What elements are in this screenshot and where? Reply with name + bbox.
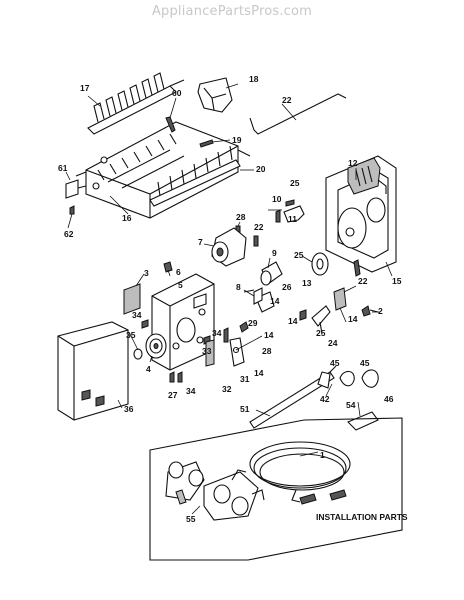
- callout-23-upper: 22: [254, 222, 264, 232]
- rear-housing: [325, 155, 397, 273]
- callout-16: 15: [392, 276, 402, 286]
- drive-gear: [133, 333, 167, 360]
- installation-caption: INSTALLATION PARTS: [316, 512, 408, 522]
- callout-9: 9: [272, 248, 277, 258]
- callout-1: 1: [320, 450, 325, 460]
- callout-34-mid: 34: [212, 328, 222, 338]
- callout-36: 36: [124, 404, 134, 414]
- callout-54: 54: [346, 400, 356, 410]
- fasteners-upper: [275, 199, 305, 223]
- ejector-blade: [87, 72, 185, 135]
- callout-3: 3: [144, 268, 149, 278]
- stripper: [149, 145, 241, 207]
- callout-51: 51: [240, 404, 250, 414]
- callout-24: 24: [328, 338, 338, 348]
- callout-labels: 17 18 60 22 19 20 61 62 16 12 25 10 11 2…: [58, 74, 402, 524]
- callout-29-upper: 28: [236, 212, 246, 222]
- callout-34-left: 34: [132, 310, 142, 320]
- callout-28: 27: [168, 390, 178, 400]
- water-line-coil: [249, 441, 351, 505]
- callout-33: 33: [202, 346, 212, 356]
- callout-15-c: 14: [264, 330, 274, 340]
- callout-2: 2: [378, 306, 383, 316]
- callout-15-b: 14: [348, 314, 358, 324]
- callout-6: 6: [176, 267, 181, 277]
- callout-8: 8: [236, 282, 241, 292]
- watermark: AppliancePartsPros.com: [151, 4, 313, 19]
- callout-60: 60: [172, 88, 182, 98]
- callout-15-a: 14: [270, 296, 280, 306]
- screw-60: [165, 116, 176, 133]
- thermostat: [260, 261, 283, 286]
- callout-18: 17: [80, 83, 90, 93]
- callout-45-b: 45: [360, 358, 370, 368]
- callout-26-lower: 25: [294, 250, 304, 260]
- callout-34-low: 34: [186, 386, 196, 396]
- callout-42: 42: [320, 394, 330, 404]
- callout-29-lower: 28: [262, 346, 272, 356]
- water-valve: [165, 461, 265, 521]
- callout-15-d: 14: [254, 368, 264, 378]
- mount-clip: [65, 179, 79, 215]
- callout-32: 32: [222, 384, 232, 394]
- shutoff-linkage: [253, 287, 379, 335]
- ice-mold: [75, 121, 251, 219]
- screw-6: [163, 261, 173, 273]
- screw-20: [199, 139, 214, 148]
- callout-20: 19: [232, 135, 242, 145]
- callout-61: 61: [58, 163, 68, 173]
- callout-12: 12: [348, 158, 358, 168]
- insulation-pad: [123, 283, 141, 315]
- callout-13: 13: [302, 278, 312, 288]
- leader-lines: [65, 83, 393, 515]
- drive-motor: [211, 227, 247, 267]
- callout-31: 31: [240, 374, 250, 384]
- callout-10: 10: [272, 194, 282, 204]
- shutoff-arm: [249, 93, 347, 135]
- callout-55: 55: [186, 514, 196, 524]
- callout-62: 62: [64, 229, 74, 239]
- callout-23-lower: 22: [358, 276, 368, 286]
- callout-35: 35: [126, 330, 136, 340]
- callout-22: 22: [282, 95, 292, 105]
- callout-17: 16: [122, 213, 132, 223]
- callout-30: 29: [248, 318, 258, 328]
- callout-14: 14: [288, 316, 298, 326]
- installation-parts-box: INSTALLATION PARTS: [149, 417, 408, 561]
- mold-cover: [197, 77, 233, 113]
- switch-assembly: [205, 289, 275, 367]
- callout-19: 18: [249, 74, 259, 84]
- callout-5: 5: [178, 280, 183, 290]
- fill-tube-and-clamps: [249, 365, 379, 431]
- callout-27: 26: [282, 282, 292, 292]
- callout-26-upper: 25: [290, 178, 300, 188]
- callout-11: 11: [288, 214, 297, 224]
- callout-46: 46: [384, 394, 394, 404]
- front-cover: [57, 321, 129, 421]
- screws-34: [141, 319, 211, 383]
- callout-7: 7: [198, 237, 203, 247]
- callout-21: 20: [256, 164, 266, 174]
- callout-45-a: 45: [330, 358, 340, 368]
- callout-4: 4: [146, 364, 151, 374]
- callout-25: 25: [316, 328, 326, 338]
- timing-cam: [311, 252, 329, 276]
